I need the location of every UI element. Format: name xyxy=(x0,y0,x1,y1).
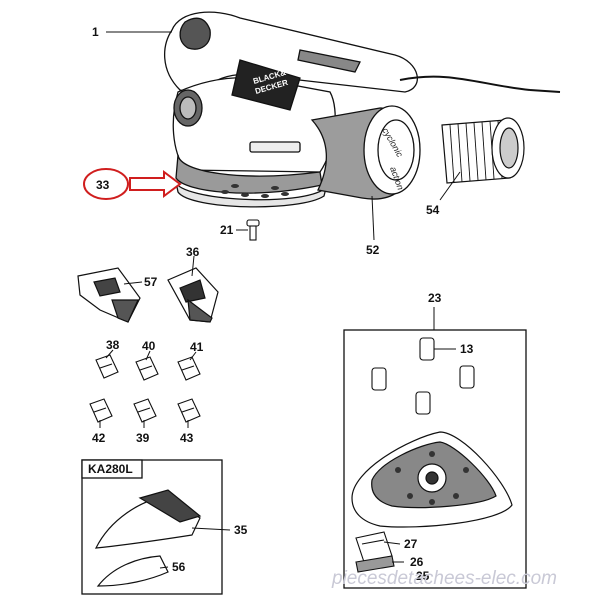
label-1: 1 xyxy=(92,25,99,39)
label-56: 56 xyxy=(172,560,186,574)
label-40: 40 xyxy=(142,339,156,353)
clips-row-1 xyxy=(95,354,201,381)
label-26: 26 xyxy=(410,555,424,569)
label-39: 39 xyxy=(136,431,150,445)
label-52: 52 xyxy=(366,243,380,257)
label-21: 21 xyxy=(220,223,234,237)
label-42: 42 xyxy=(92,431,106,445)
label-13: 13 xyxy=(460,342,474,356)
part-13-pins xyxy=(371,337,475,415)
highlight-circle xyxy=(83,168,129,200)
part-54-filter xyxy=(441,117,525,184)
label-41: 41 xyxy=(190,340,204,354)
leader-lines xyxy=(99,31,461,569)
box-title-ka280l: KA280L xyxy=(88,462,133,476)
part-labels: 1 33 54 21 52 36 57 23 13 38 40 41 42 39… xyxy=(88,25,474,583)
box-ka280l-frame xyxy=(81,459,223,595)
label-23: 23 xyxy=(428,291,442,305)
watermark-text: piecesdetachees-elec.com xyxy=(331,568,557,589)
part-21-screw xyxy=(246,219,260,241)
label-25: 25 xyxy=(416,569,430,583)
label-38: 38 xyxy=(106,338,120,352)
label-27: 27 xyxy=(404,537,418,551)
box-23-frame xyxy=(343,329,527,589)
part-23-delta-pad xyxy=(351,431,513,528)
clips-row-2 xyxy=(89,398,201,423)
label-54: 54 xyxy=(426,203,440,217)
part-27-26-clamp xyxy=(355,531,395,573)
highlight-arrow xyxy=(129,170,182,198)
label-33: 33 xyxy=(96,178,110,192)
label-43: 43 xyxy=(180,431,194,445)
part-57-detail-head xyxy=(77,267,141,323)
label-57: 57 xyxy=(144,275,158,289)
part-36-finger-pad xyxy=(167,267,219,323)
sander-body xyxy=(163,11,561,208)
part-56-sanding-sheet xyxy=(96,555,169,587)
part-35-detail-sheet xyxy=(94,489,202,549)
label-35: 35 xyxy=(234,523,248,537)
highlight-33 xyxy=(83,168,182,200)
box-ka280l-titlebar xyxy=(81,459,143,479)
label-36: 36 xyxy=(186,245,200,259)
